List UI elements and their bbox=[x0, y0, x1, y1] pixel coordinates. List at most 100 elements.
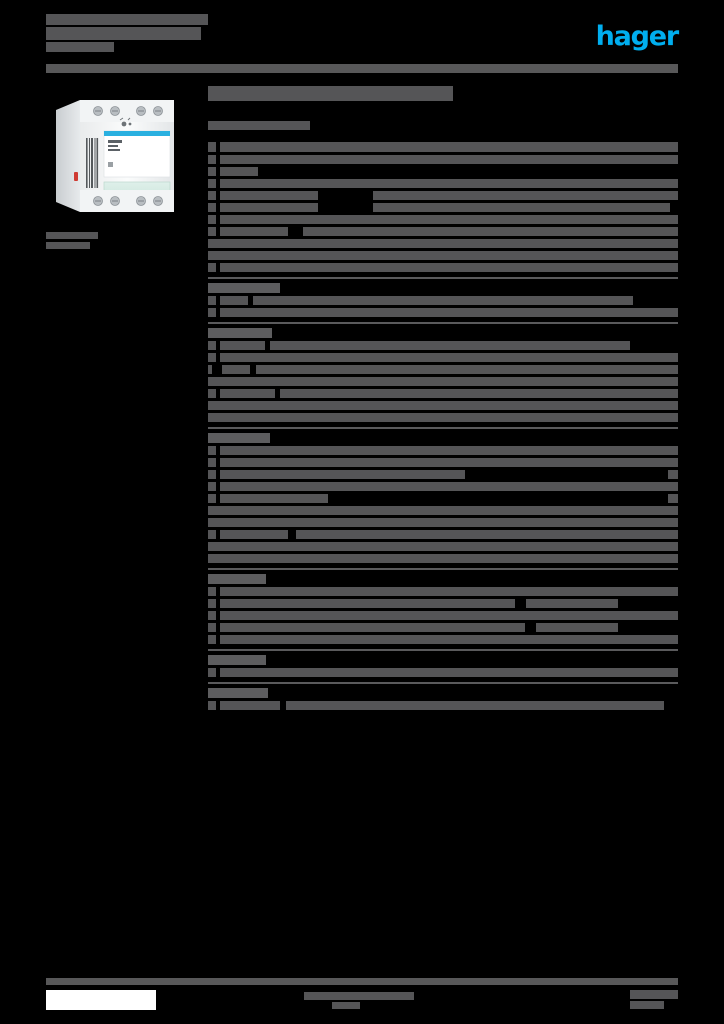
spec-row bbox=[208, 494, 678, 503]
page-title bbox=[208, 86, 453, 101]
spec-row-unit bbox=[526, 599, 618, 608]
spec-row-label bbox=[208, 482, 216, 491]
spec-row-unit bbox=[270, 341, 630, 350]
spec-row-value bbox=[220, 142, 678, 152]
spec-row bbox=[208, 542, 678, 551]
spec-row-value bbox=[220, 635, 678, 644]
footer-logo-box bbox=[46, 990, 156, 1010]
specification-table bbox=[208, 142, 678, 710]
spec-row-label bbox=[208, 215, 216, 224]
spec-row bbox=[208, 155, 678, 164]
spec-row-value bbox=[220, 599, 515, 608]
spec-row bbox=[208, 263, 678, 272]
spec-row bbox=[208, 458, 678, 467]
spec-row-value bbox=[220, 227, 288, 236]
spec-row-label bbox=[208, 365, 212, 374]
spec-row-label bbox=[208, 587, 216, 596]
spec-row bbox=[208, 365, 678, 374]
spec-row bbox=[208, 611, 678, 620]
product-caption bbox=[46, 232, 98, 249]
spec-group bbox=[208, 688, 678, 710]
spec-row bbox=[208, 446, 678, 455]
spec-row-value bbox=[220, 341, 265, 350]
spec-row bbox=[208, 142, 678, 152]
spec-row-label bbox=[208, 142, 216, 152]
spec-row-label bbox=[208, 655, 266, 665]
left-column bbox=[46, 86, 194, 252]
spec-row-unit bbox=[286, 701, 664, 710]
spec-row-label bbox=[208, 433, 270, 443]
spec-row-label bbox=[208, 688, 268, 698]
footer-center-line-2 bbox=[332, 1002, 360, 1009]
spec-row-value bbox=[220, 263, 678, 272]
spec-row-label bbox=[208, 203, 216, 212]
spec-row-label bbox=[208, 470, 216, 479]
spec-row bbox=[208, 401, 678, 410]
spec-row-label bbox=[208, 341, 216, 350]
header-divider bbox=[46, 64, 678, 73]
spec-row-value bbox=[220, 167, 258, 176]
spec-row-value bbox=[208, 542, 678, 551]
spec-row-unit bbox=[256, 365, 678, 374]
spec-group-divider bbox=[208, 649, 678, 651]
product-caption-line-1 bbox=[46, 232, 98, 239]
page-header: hager bbox=[46, 14, 680, 60]
spec-row-value bbox=[208, 377, 678, 386]
main-column bbox=[208, 86, 678, 713]
spec-row-unit bbox=[280, 389, 678, 398]
footer-right-line-1 bbox=[630, 990, 678, 999]
spec-row-label bbox=[208, 263, 216, 272]
spec-row bbox=[208, 668, 678, 677]
spec-row bbox=[208, 215, 678, 224]
spec-row-value bbox=[220, 587, 678, 596]
spec-row-label bbox=[208, 353, 216, 362]
document-title-line-1 bbox=[46, 14, 208, 25]
spec-row-unit bbox=[253, 296, 633, 305]
spec-row-value bbox=[220, 482, 678, 491]
spec-row bbox=[208, 599, 678, 608]
hager-logo: hager bbox=[583, 23, 680, 50]
spec-row bbox=[208, 251, 678, 260]
spec-row bbox=[208, 587, 678, 596]
spec-row bbox=[208, 308, 678, 317]
spec-row bbox=[208, 554, 678, 563]
spec-group-divider bbox=[208, 568, 678, 570]
spec-group-header bbox=[208, 283, 678, 293]
spec-row-value bbox=[220, 611, 678, 620]
spec-row-label bbox=[208, 308, 216, 317]
spec-group-divider bbox=[208, 277, 678, 279]
spec-row bbox=[208, 506, 678, 515]
spec-row bbox=[208, 701, 678, 710]
spec-row-label bbox=[208, 701, 216, 710]
spec-row-unit bbox=[303, 227, 678, 236]
spec-row bbox=[208, 635, 678, 644]
spec-row-value bbox=[220, 296, 248, 305]
spec-row-value bbox=[220, 179, 678, 188]
document-title-line-2 bbox=[46, 27, 201, 40]
spec-row-label bbox=[208, 611, 216, 620]
spec-row-label bbox=[208, 530, 216, 539]
spec-row-unit bbox=[373, 191, 678, 200]
footer-page-number bbox=[630, 990, 678, 1009]
spec-row-value bbox=[208, 401, 678, 410]
spec-row-unit bbox=[668, 494, 678, 503]
spec-row-label bbox=[208, 179, 216, 188]
spec-row bbox=[208, 413, 678, 422]
spec-row-value bbox=[220, 494, 328, 503]
spec-row bbox=[208, 530, 678, 539]
spec-row bbox=[208, 482, 678, 491]
spec-group-divider bbox=[208, 427, 678, 429]
spec-row bbox=[208, 167, 678, 176]
spec-group bbox=[208, 142, 678, 272]
spec-row-value bbox=[220, 446, 678, 455]
spec-group-header bbox=[208, 655, 678, 665]
contactor-illustration bbox=[56, 100, 174, 212]
spec-row bbox=[208, 377, 678, 386]
spec-row-value bbox=[208, 518, 678, 527]
product-photo bbox=[46, 86, 194, 222]
spec-row-value bbox=[220, 191, 318, 200]
spec-group-header bbox=[208, 328, 678, 338]
spec-row bbox=[208, 179, 678, 188]
spec-row-value bbox=[220, 215, 678, 224]
